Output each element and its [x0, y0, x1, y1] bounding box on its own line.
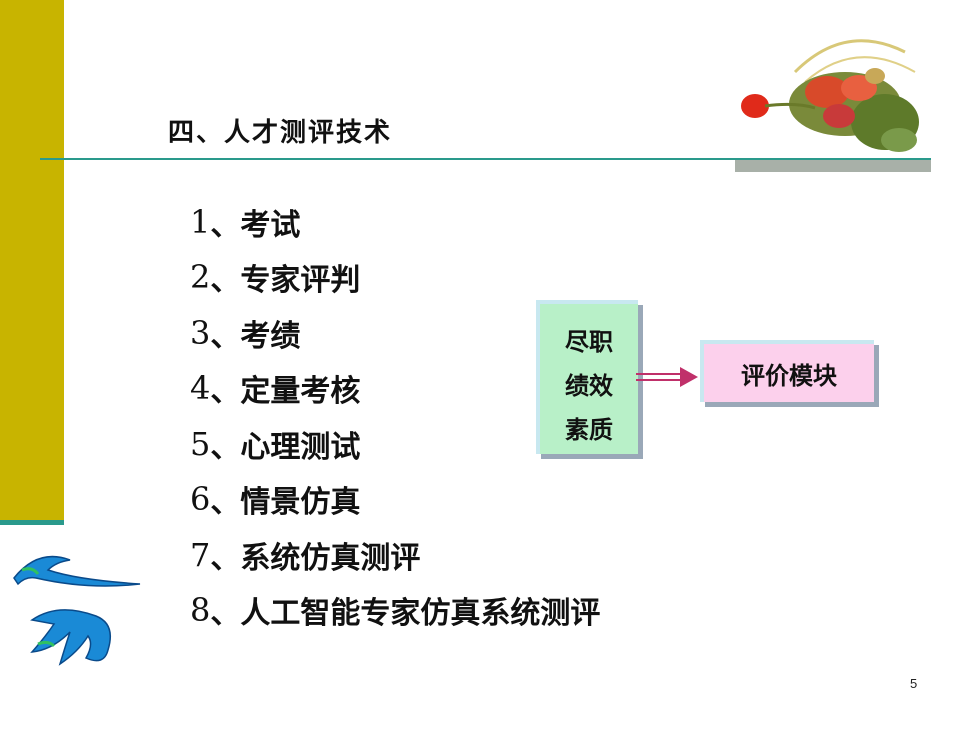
technique-list: 1、考试 2、专家评判 3、考绩 4、定量考核 5、心理测试 6、情景仿真 7、…	[190, 194, 600, 638]
list-item: 5、心理测试	[190, 424, 361, 465]
bouquet-photo	[735, 22, 931, 158]
criteria-duty: 尽职	[565, 328, 613, 356]
double-arrow-icon	[636, 367, 698, 387]
list-item: 1、考试	[190, 202, 301, 243]
list-item: 3、考绩	[190, 313, 301, 354]
list-item: 6、情景仿真	[190, 480, 361, 521]
list-item: 8、人工智能专家仿真系统测评	[190, 591, 601, 632]
criteria-quality: 素质	[565, 416, 613, 444]
evaluation-module-box: 评价模块	[700, 340, 874, 402]
calligraphy-decoration	[13, 555, 141, 666]
list-item: 2、专家评判	[190, 258, 361, 299]
accent-bar-edge	[0, 520, 64, 525]
photo-caption-bar	[735, 158, 931, 172]
criteria-performance: 绩效	[565, 372, 613, 400]
title-divider	[40, 158, 930, 160]
list-item: 7、系统仿真测评	[190, 535, 421, 576]
page-number: 5	[910, 676, 918, 691]
criteria-box: 尽职 绩效 素质	[536, 300, 638, 454]
accent-bar	[0, 0, 64, 520]
slide-title: 四、人才测评技术	[168, 118, 393, 148]
list-item: 4、定量考核	[190, 369, 361, 410]
